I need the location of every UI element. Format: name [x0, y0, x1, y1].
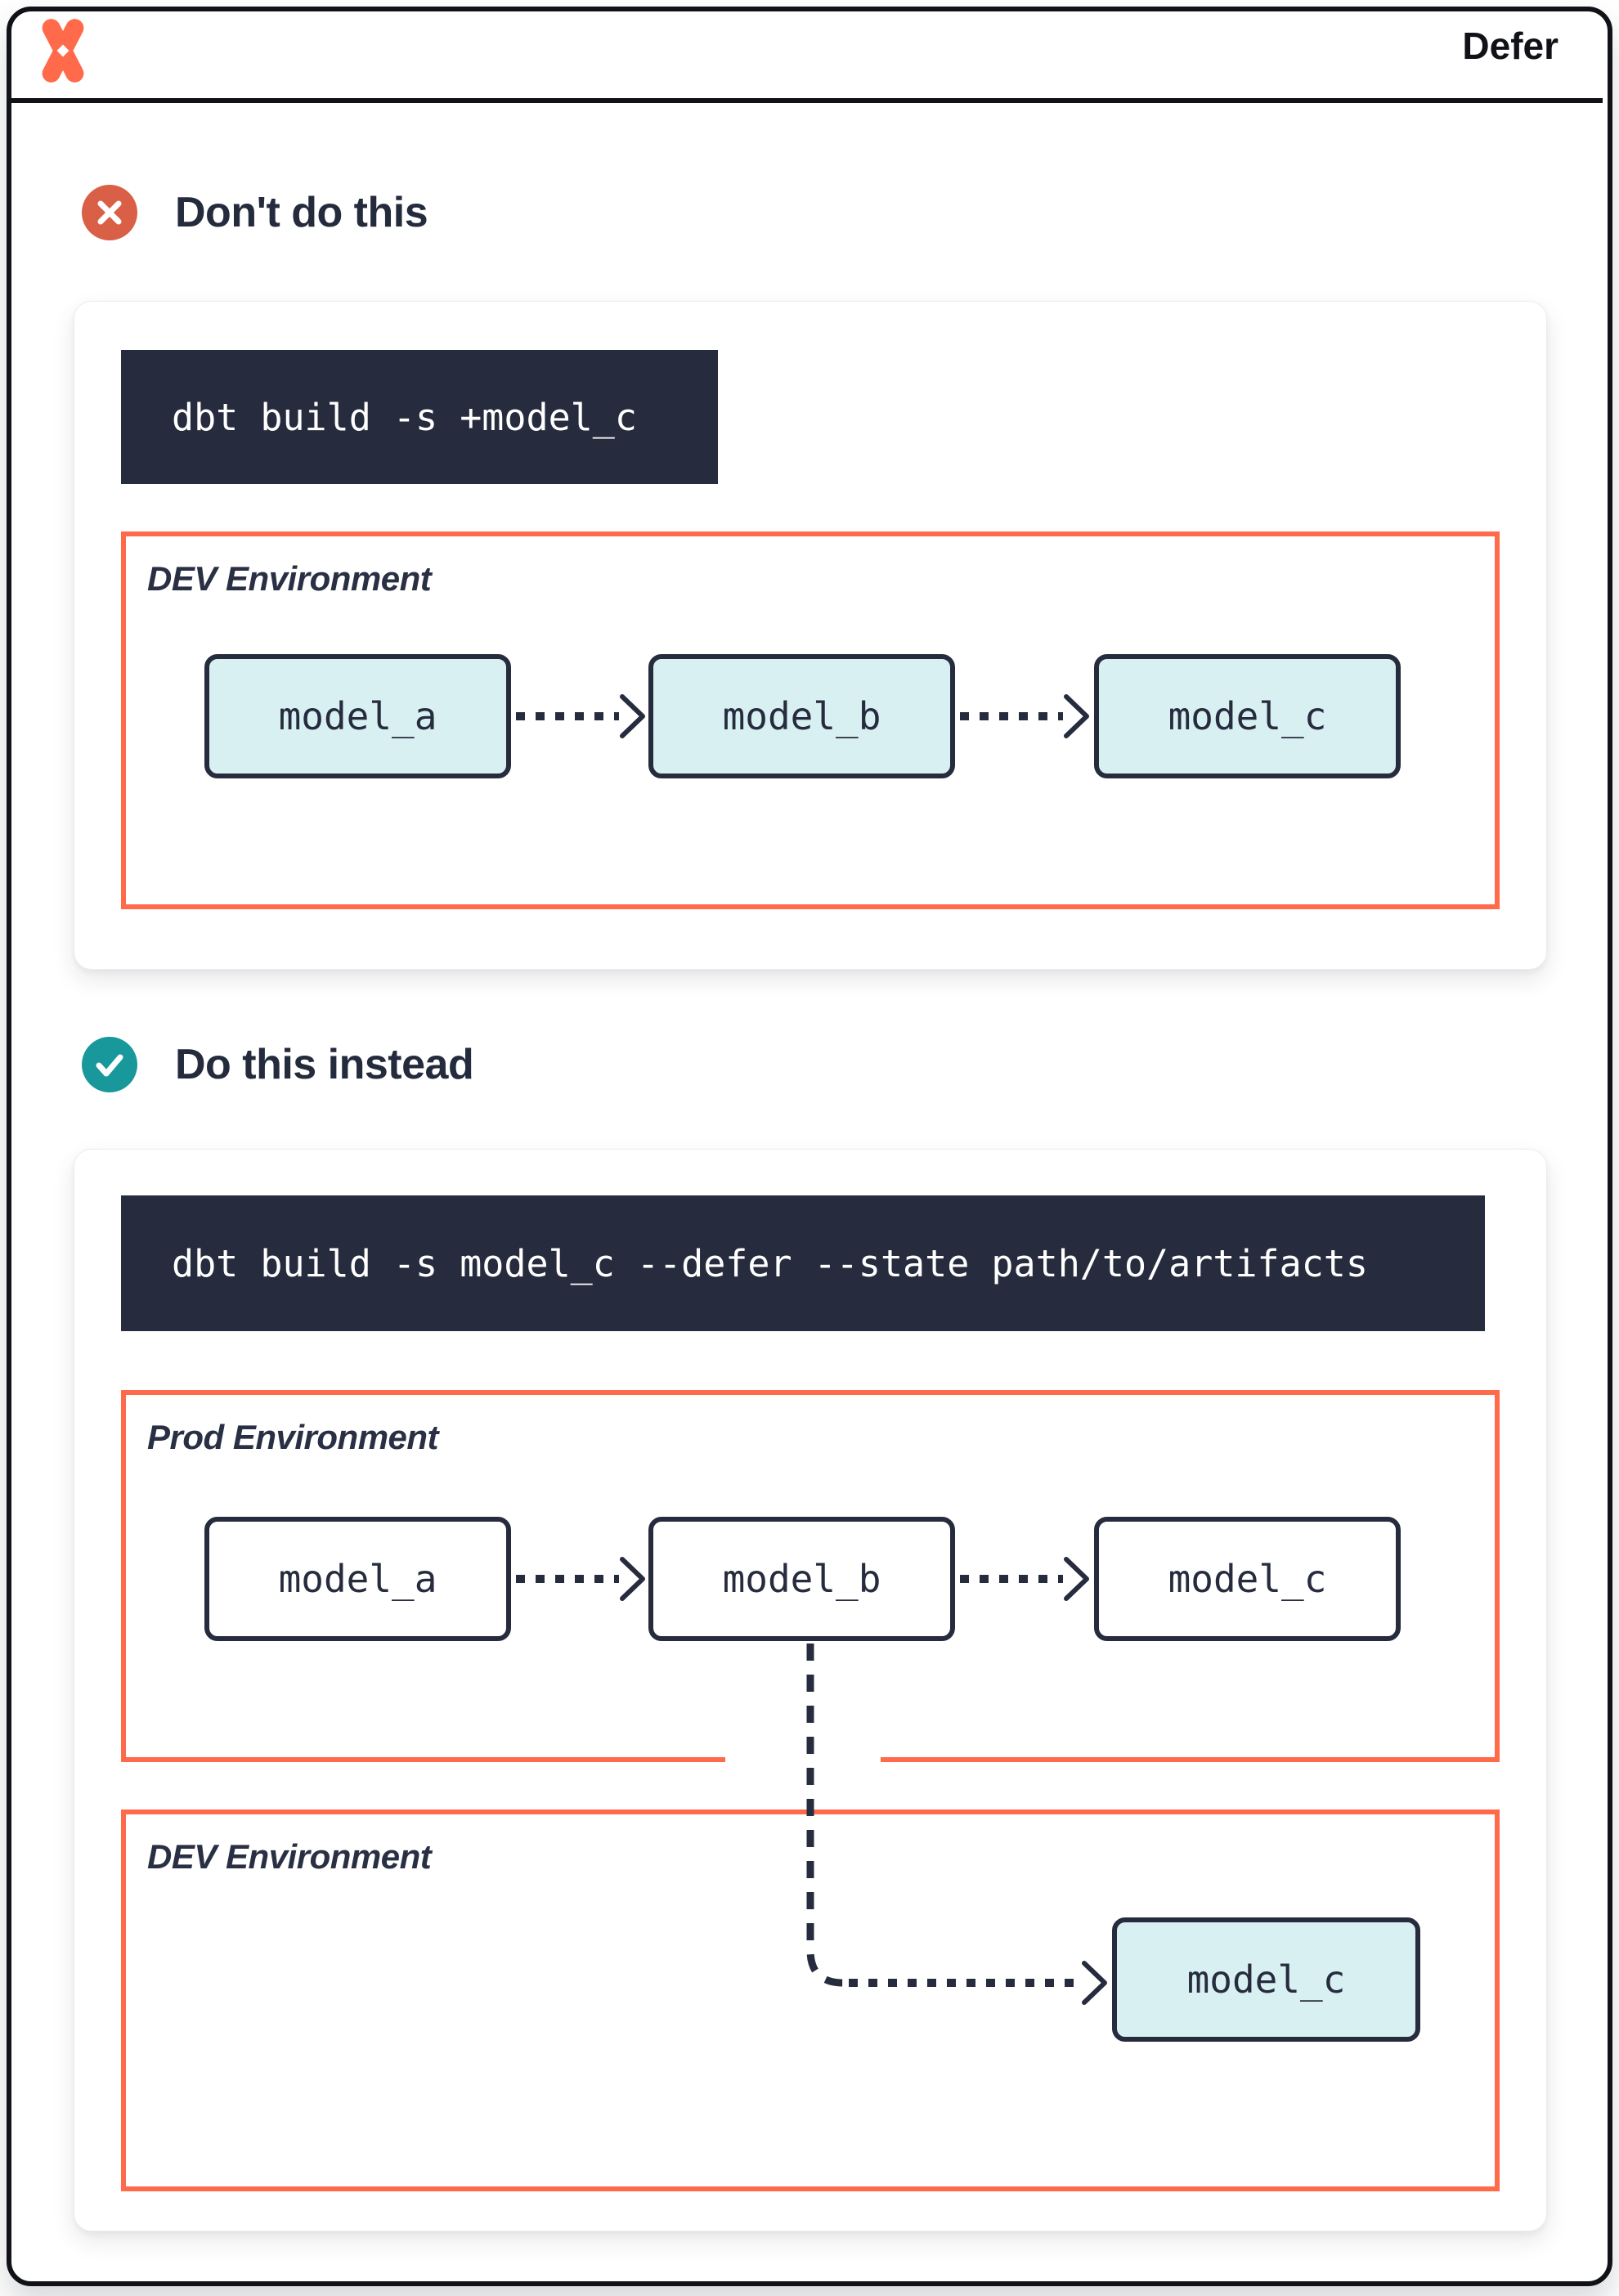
dbt-logo-icon [42, 19, 84, 83]
dont-model-c-label: model_c [1168, 694, 1327, 738]
prod-model-b-node: model_b [648, 1517, 955, 1641]
arrow-icon [516, 1557, 645, 1601]
dont-model-c-node: model_c [1094, 654, 1401, 778]
prod-model-c-node: model_c [1094, 1517, 1401, 1641]
prod-environment-label: Prod Environment [147, 1418, 439, 1456]
dev-environment-label: DEV Environment [147, 1837, 432, 1876]
prod-model-a-label: model_a [278, 1557, 437, 1601]
do-badge [82, 1037, 137, 1092]
prod-model-a-node: model_a [204, 1517, 511, 1641]
dont-dev-environment-box [121, 531, 1500, 909]
dont-badge [82, 185, 137, 240]
do-command-text: dbt build -s model_c --defer --state pat… [172, 1241, 1368, 1285]
do-heading: Do this instead [175, 1041, 474, 1088]
dont-command-text: dbt build -s +model_c [172, 395, 637, 439]
page-title: Defer [1462, 25, 1558, 67]
arrow-icon [960, 694, 1089, 738]
dont-model-a-label: model_a [278, 694, 437, 738]
dont-heading: Don't do this [175, 189, 428, 236]
prod-model-b-label: model_b [722, 1557, 881, 1601]
arrow-icon [960, 1557, 1089, 1601]
dev-model-c-node: model_c [1112, 1917, 1420, 2042]
check-icon [96, 1054, 123, 1077]
dont-model-a-node: model_a [204, 654, 511, 778]
arrow-icon [516, 694, 645, 738]
dont-model-b-label: model_b [722, 694, 881, 738]
dont-dev-environment-label: DEV Environment [147, 559, 432, 598]
do-command-block: dbt build -s model_c --defer --state pat… [121, 1195, 1485, 1331]
dev-model-c-label: model_c [1186, 1957, 1346, 2002]
dont-command-block: dbt build -s +model_c [121, 350, 718, 484]
defer-elbow-arrow-icon [806, 1644, 1107, 2005]
prod-border-gap [725, 1756, 881, 1764]
prod-model-c-label: model_c [1168, 1557, 1327, 1601]
dont-model-b-node: model_b [648, 654, 955, 778]
x-icon [97, 200, 122, 225]
header-bar [7, 7, 1603, 103]
